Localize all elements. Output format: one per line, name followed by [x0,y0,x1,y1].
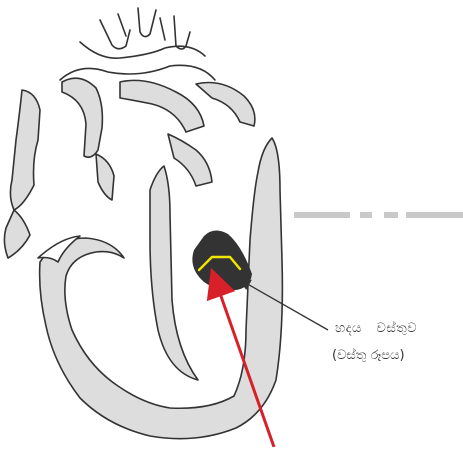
atrium-fold [96,154,114,200]
branch-vessel-2 [118,14,126,36]
aortic-branches [60,8,215,80]
ventricle-walls [38,138,282,439]
band-segment-4 [406,212,463,218]
interventricular-septum [150,166,198,380]
branch-vessel-4 [160,18,165,40]
pulmonary-vein-right [196,83,255,127]
band-segment-3 [384,212,398,218]
branch-vessel-3 [138,8,156,37]
band-segment-2 [360,212,372,218]
aortic-arch-inner [60,65,215,80]
pulmonary-vein-left [62,78,102,157]
pulmonary-artery [120,80,204,132]
dashed-band [294,212,463,218]
septum-upper-branch [168,134,212,186]
vena-cava-lower [4,210,30,258]
branch-vessel-5 [174,16,190,49]
heart-node [192,230,252,290]
superior-vena-cava [4,90,40,258]
node-shape [192,230,252,290]
vena-cava-upper [10,90,40,210]
callout-label-line2: (වස්තු රූපය) [332,346,405,366]
callout-label-line1: හදය වස්තුව [335,319,417,339]
band-segment-1 [294,212,350,218]
